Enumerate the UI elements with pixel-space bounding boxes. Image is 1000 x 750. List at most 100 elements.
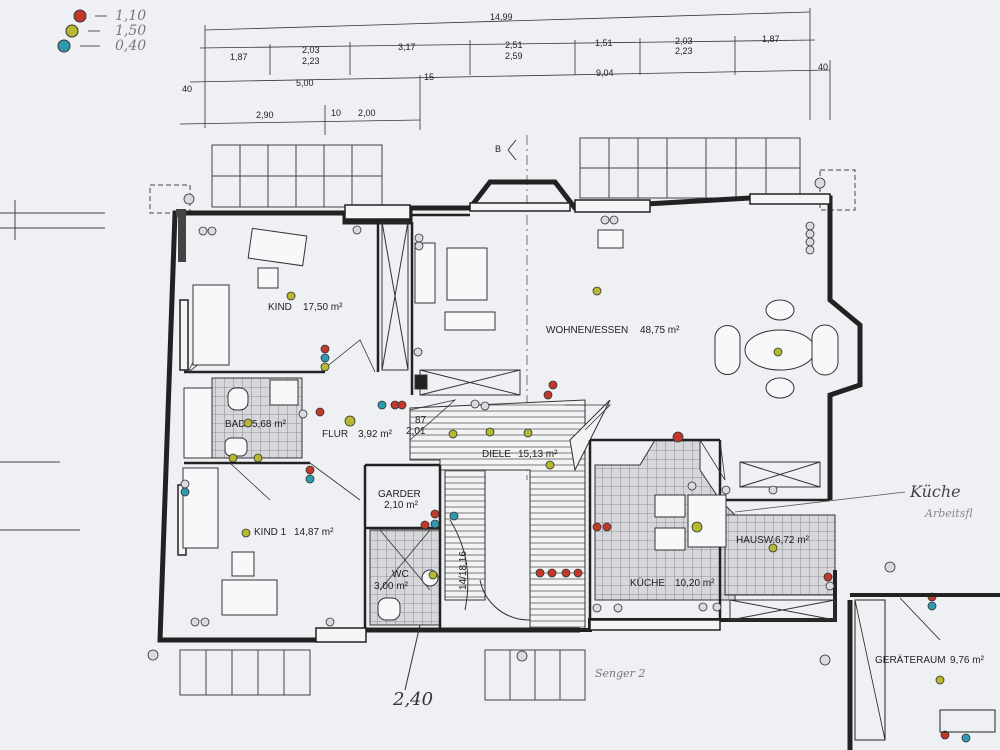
legend-value-red: 1,10 — [115, 8, 146, 24]
outlet-marker — [470, 399, 480, 409]
outlet-marker — [305, 465, 315, 475]
dim-7: 1,51 — [595, 38, 613, 48]
dim-12: 40 — [182, 84, 192, 94]
stair-label: 14/18,16 — [458, 551, 469, 590]
outlet-marker — [814, 177, 826, 189]
room-garder-name: GARDER — [378, 489, 421, 500]
outlet-marker — [884, 561, 896, 573]
outlet-marker — [315, 407, 325, 417]
dim-overall: 14,99 — [490, 12, 513, 22]
outlet-marker — [687, 481, 697, 491]
outlet-marker — [547, 568, 557, 578]
outlet-marker — [768, 485, 778, 495]
outlet-marker — [180, 479, 190, 489]
outlet-marker — [198, 226, 208, 236]
room-diele-name: DIELE — [482, 449, 511, 460]
room-kueche-area: 10,20 m² — [675, 578, 715, 589]
outlet-marker — [325, 617, 335, 627]
annex — [847, 593, 1000, 750]
legend-value-yellow: 1,50 — [115, 23, 146, 39]
outlet-marker — [207, 226, 217, 236]
dim-4: 3,17 — [398, 42, 416, 52]
outlet-marker — [935, 675, 945, 685]
room-kind-name: KIND — [268, 302, 292, 313]
light-marker — [428, 570, 438, 580]
annotation-arbeits: Arbeitsfl — [924, 507, 973, 520]
door-label-a: 87 — [415, 415, 427, 426]
room-hausw-name: HAUSW. — [736, 535, 775, 546]
dim-14: 15 — [424, 72, 434, 82]
outlet-marker — [823, 572, 833, 582]
outlet-marker — [940, 730, 950, 740]
outlet-marker — [430, 509, 440, 519]
outlet-marker — [377, 400, 387, 410]
outlet-marker — [825, 581, 835, 591]
outlet-marker — [592, 603, 602, 613]
annotation-kuche: Küche — [909, 482, 961, 501]
annotation-height: 2,40 — [392, 689, 433, 710]
dim-17: 10 — [331, 108, 341, 118]
outlet-marker — [672, 431, 684, 443]
outlet-marker — [805, 221, 815, 231]
outlet-marker — [573, 568, 583, 578]
outlet-marker — [523, 428, 533, 438]
room-kueche-name: KÜCHE — [630, 577, 665, 589]
electrical-markers — [147, 177, 971, 743]
outlet-marker — [698, 602, 708, 612]
outlet-marker — [320, 362, 330, 372]
bed-kind1 — [221, 579, 278, 616]
outlet-marker — [545, 460, 555, 470]
room-labels: KIND 17,50 m² WOHNEN/ESSEN 48,75 m² BAD … — [225, 302, 985, 666]
dim-2: 2,03 — [302, 45, 320, 55]
dim-6: 2,59 — [505, 51, 523, 61]
outlet-marker — [516, 650, 528, 662]
outlet-marker — [430, 519, 440, 529]
dim-5: 2,51 — [505, 40, 523, 50]
room-geraet-name: GERÄTERAUM — [875, 654, 946, 666]
room-wc-area: 3,00 m² — [374, 581, 409, 592]
outlet-marker — [535, 568, 545, 578]
outlet-marker — [147, 649, 159, 661]
room-geraet-area: 9,76 m² — [950, 655, 985, 666]
outlet-marker — [613, 603, 623, 613]
light-marker — [243, 418, 253, 428]
outlet-marker — [805, 245, 815, 255]
room-kind1-area: 14,87 m² — [294, 527, 334, 538]
outlet-marker — [485, 427, 495, 437]
dim-8: 2,03 — [675, 36, 693, 46]
room-wc-name: WC — [392, 569, 409, 580]
light-marker — [241, 528, 251, 538]
outlet-marker — [320, 353, 330, 363]
outlet-marker — [397, 400, 407, 410]
legend-value-teal: 0,40 — [115, 38, 146, 54]
outlet-marker — [768, 543, 778, 553]
outlet-marker — [548, 380, 558, 390]
outlet-marker — [609, 215, 619, 225]
outlet-marker — [449, 511, 459, 521]
outlet-marker — [927, 601, 937, 611]
light-marker — [286, 291, 296, 301]
door-label-b: 2,01 — [406, 426, 426, 437]
outlet-marker — [448, 429, 458, 439]
outlet-marker — [712, 602, 722, 612]
annotation-bottom: Senger 2 — [595, 667, 645, 680]
legend-dot-yellow — [65, 24, 79, 38]
room-kind-area: 17,50 m² — [303, 302, 343, 313]
light-marker — [773, 347, 783, 357]
room-hausw-area: 6,72 m² — [775, 535, 810, 546]
outlet-marker — [420, 520, 430, 530]
room-diele-area: 15,13 m² — [518, 449, 558, 460]
outlet-marker — [414, 241, 424, 251]
room-flur-area: 3,92 m² — [358, 429, 393, 440]
outlet-marker — [305, 474, 315, 484]
windows — [177, 193, 831, 643]
outlet-marker — [805, 237, 815, 247]
outlet-marker — [253, 453, 263, 463]
outlet-marker — [721, 485, 731, 495]
outlet-marker — [414, 233, 424, 243]
left-fragment — [0, 200, 105, 531]
outlet-marker — [200, 617, 210, 627]
outlet-marker — [344, 415, 356, 427]
stairs — [449, 519, 531, 621]
terrace-grid — [149, 137, 856, 701]
